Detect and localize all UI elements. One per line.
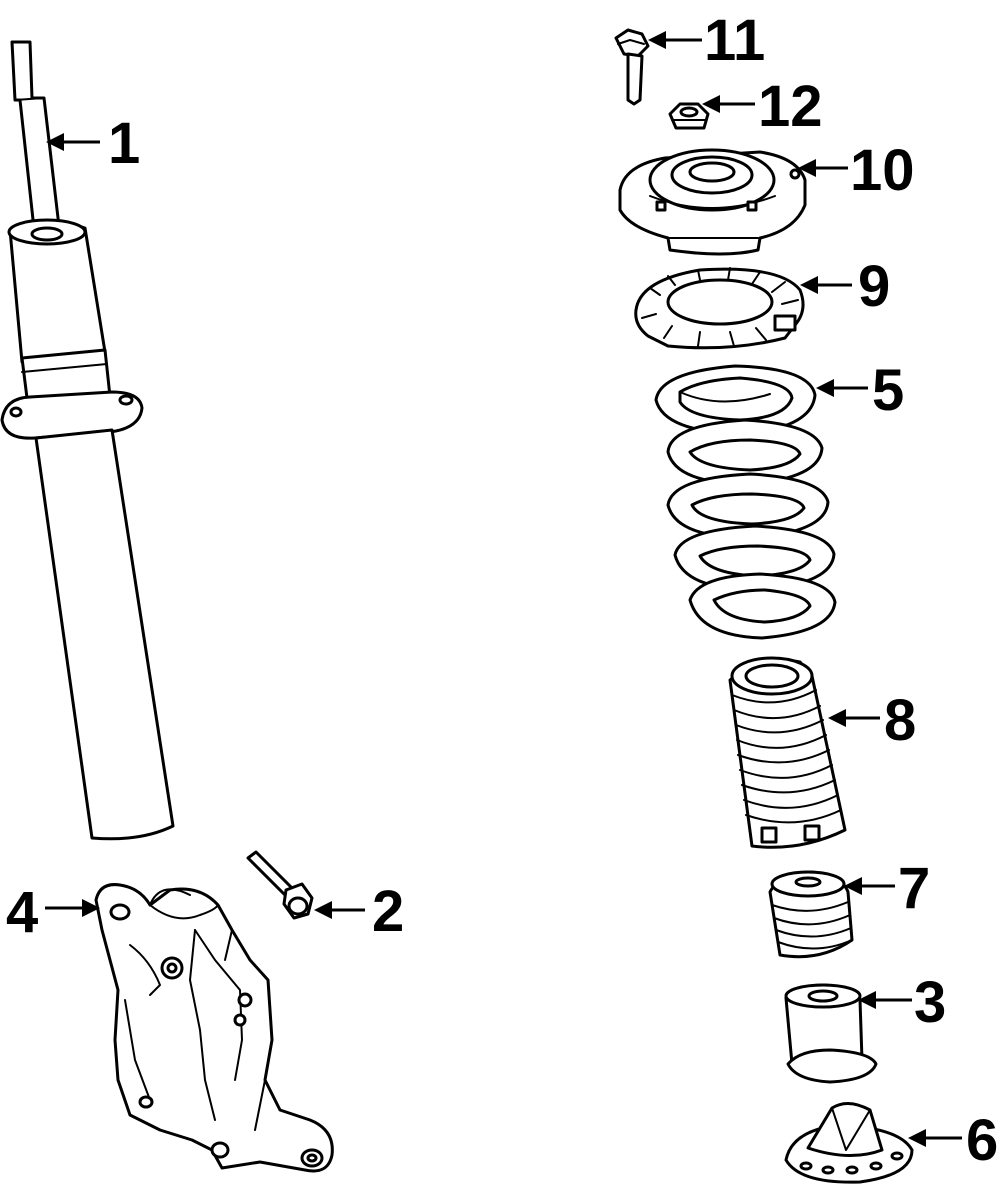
callout-leaders <box>45 31 962 1147</box>
mount-bolt <box>614 28 650 106</box>
callout-2: 2 <box>372 879 404 944</box>
callout-9: 9 <box>858 254 890 319</box>
upper-spring-insulator <box>634 267 805 350</box>
coil-spring <box>654 364 837 640</box>
upper-strut-mount <box>618 148 807 256</box>
steering-knuckle <box>94 883 334 1173</box>
callout-7: 7 <box>898 856 930 921</box>
dust-boot <box>728 656 847 849</box>
callout-8: 8 <box>884 688 916 753</box>
callout-3: 3 <box>914 970 946 1035</box>
callout-6: 6 <box>966 1108 998 1173</box>
mount-nut <box>668 102 710 130</box>
lower-spring-seat <box>784 1102 914 1184</box>
strut-assembly <box>0 40 175 841</box>
spring-spacer <box>784 983 878 1084</box>
callout-12: 12 <box>758 74 823 139</box>
callout-4: 4 <box>6 880 38 945</box>
callout-11: 11 <box>704 8 765 73</box>
callout-5: 5 <box>872 358 904 423</box>
callout-1: 1 <box>108 111 140 176</box>
callout-10: 10 <box>850 138 915 203</box>
knuckle-bolt <box>246 850 314 920</box>
jounce-bumper <box>768 870 854 959</box>
